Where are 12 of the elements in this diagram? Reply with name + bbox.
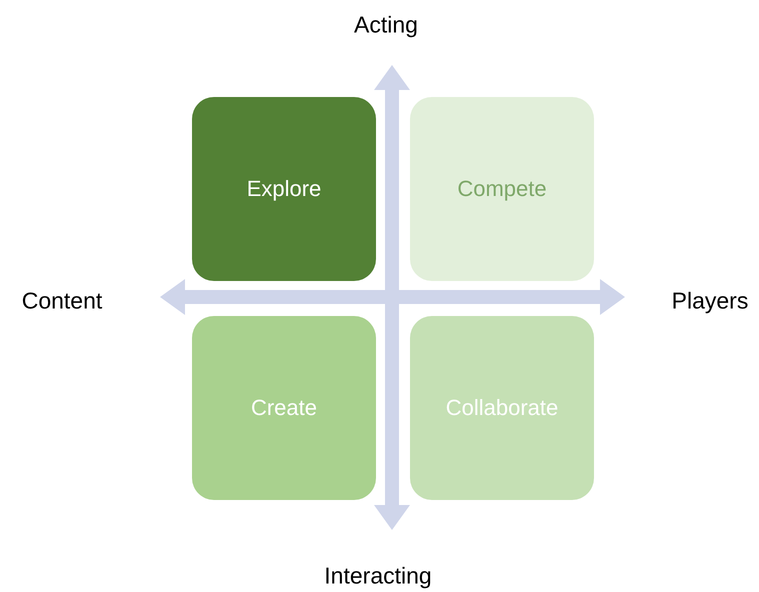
axis-label: Interacting	[324, 562, 432, 590]
quadrant-box	[192, 316, 376, 500]
axis-label: Content	[22, 288, 102, 314]
axis-label: Players	[672, 288, 748, 314]
quadrant-label: Collaborate	[446, 395, 558, 421]
quadrant-label: Compete	[457, 176, 547, 202]
quadrant-label: Create	[250, 395, 318, 421]
quadrant-box	[192, 97, 376, 281]
quadrant-label: Explore	[246, 176, 322, 202]
quadrant-box	[410, 316, 594, 500]
axis-label: Acting	[354, 12, 418, 38]
quadrant-box	[410, 97, 594, 281]
